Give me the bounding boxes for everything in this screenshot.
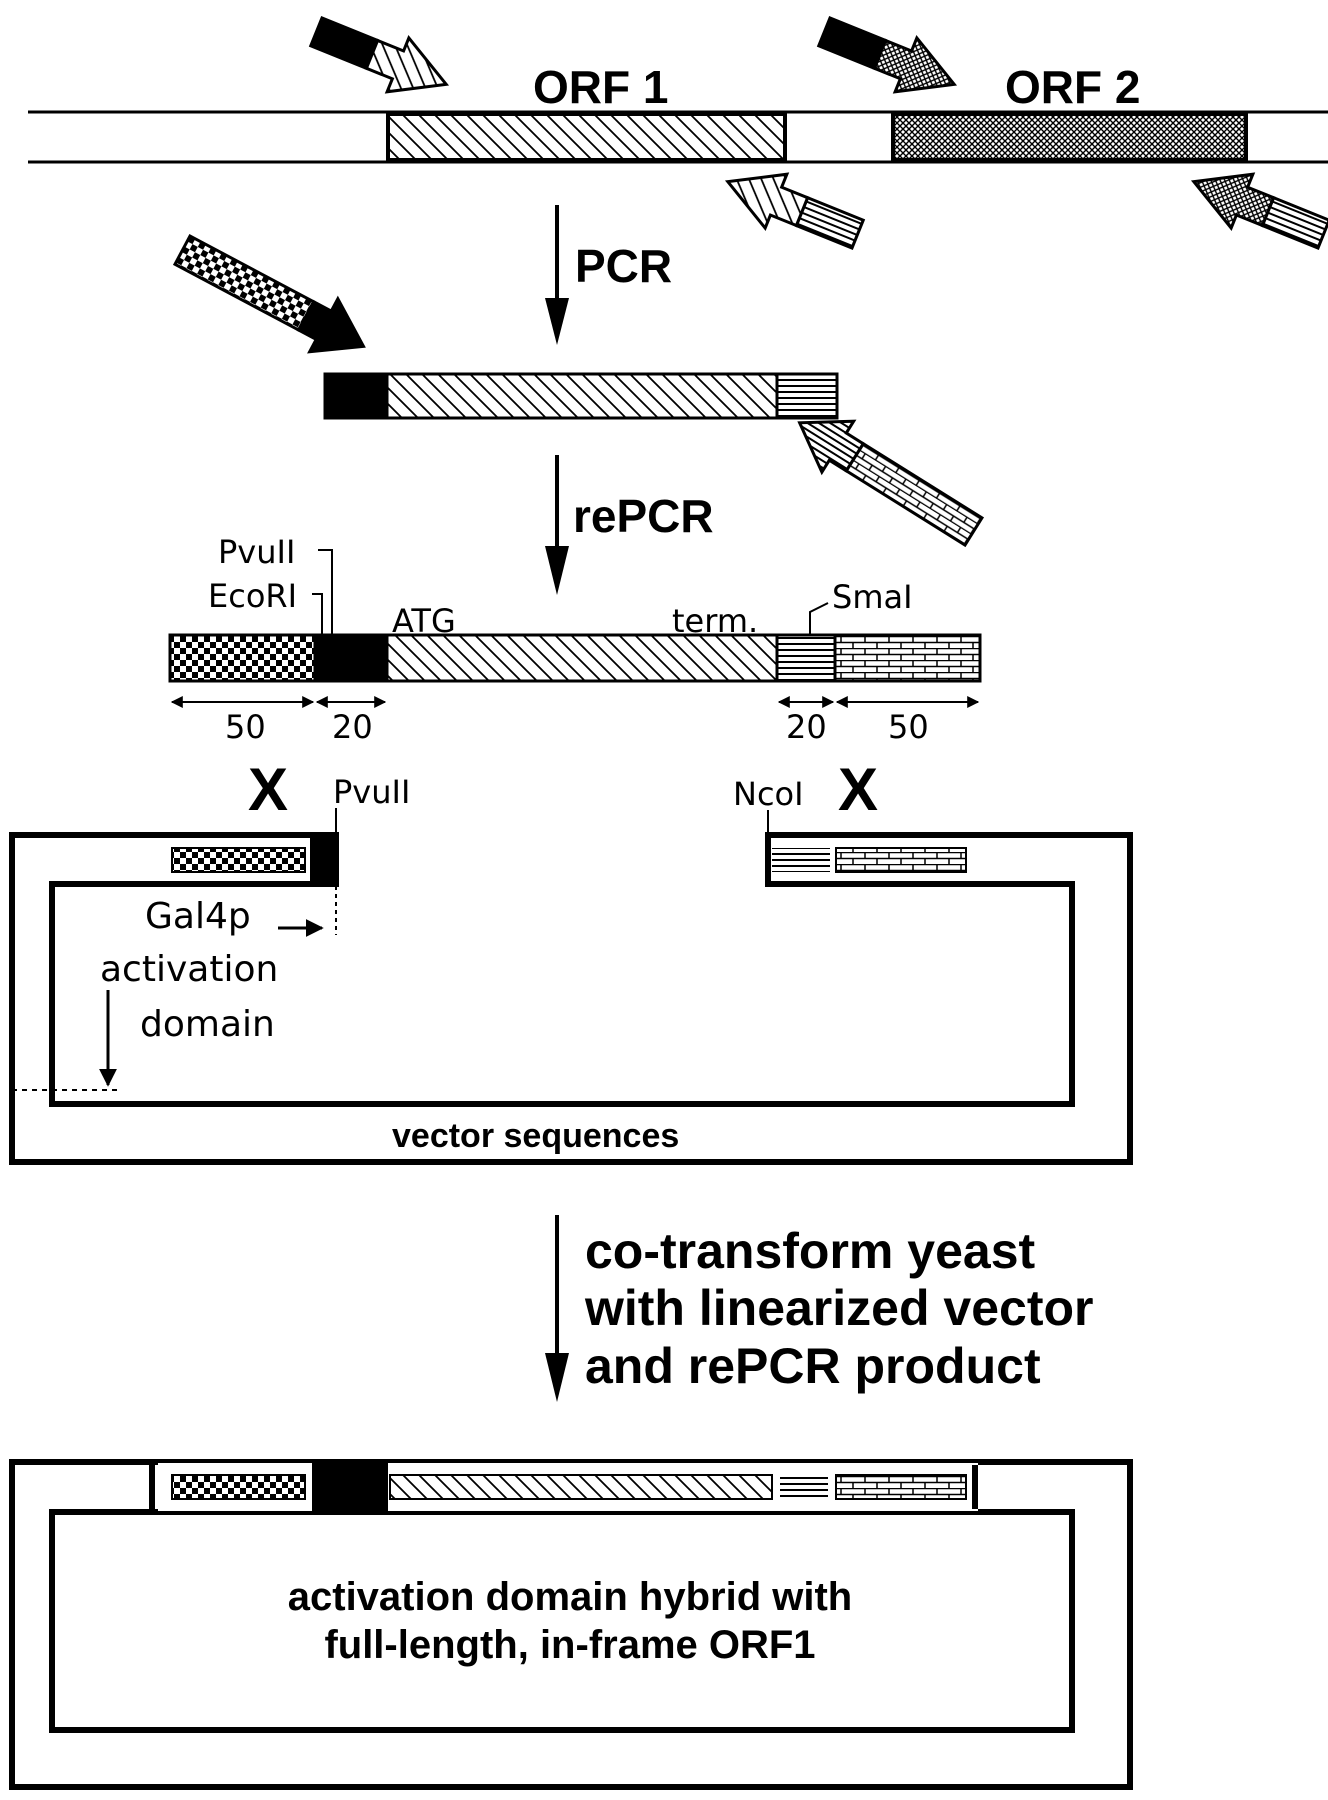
genomic-dna: ORF 1 ORF 2 xyxy=(28,61,1328,164)
pcr-step: PCR xyxy=(545,205,672,345)
repcr-site-labels: PvuII EcoRI ATG term. SmaI xyxy=(208,533,913,640)
pcr-product-horizontal-segment xyxy=(775,372,839,420)
cotransform-line-3: and rePCR product xyxy=(585,1338,1041,1394)
orf2-label: ORF 2 xyxy=(1005,61,1140,113)
reverse-primer-orf1 xyxy=(724,172,866,250)
final-orf1-segment xyxy=(389,1474,773,1500)
repcr-product xyxy=(168,633,982,683)
pvuii-top-leader xyxy=(318,549,333,635)
pcr-product xyxy=(323,372,839,420)
final-brick-segment xyxy=(835,1474,967,1500)
cross-left-symbol: X xyxy=(248,756,288,823)
pvuii-top-label: PvuII xyxy=(218,533,295,571)
cotransform-arrow-head xyxy=(545,1353,569,1402)
term-label: term. xyxy=(672,602,758,640)
vector-sequences-label: vector sequences xyxy=(392,1117,679,1155)
final-label-line-1: activation domain hybrid with xyxy=(288,1575,853,1619)
final-plasmid: activation domain hybrid with full-lengt… xyxy=(9,1459,1133,1790)
orf1-label: ORF 1 xyxy=(533,61,668,113)
cross-right-symbol: X xyxy=(838,756,878,823)
ncoi-label: NcoI xyxy=(733,775,804,813)
vector-backbone xyxy=(9,832,1133,1165)
repcr-forward-primer xyxy=(172,233,366,354)
len-right-anchor: 20 xyxy=(786,708,827,746)
repcr-label: rePCR xyxy=(573,490,714,542)
cotransform-line-1: co-transform yeast xyxy=(585,1223,1035,1279)
orf2-box xyxy=(891,112,1248,162)
smai-label: SmaI xyxy=(832,578,913,616)
ecori-leader xyxy=(312,593,323,635)
cotransform-line-2: with linearized vector xyxy=(584,1280,1093,1336)
repcr-orf1-segment xyxy=(385,633,779,683)
pcr-label: PCR xyxy=(575,240,672,292)
gal4p-label: Gal4p xyxy=(145,896,251,937)
repcr-horizontal-anchor xyxy=(775,633,837,683)
forward-primer-orf1 xyxy=(308,16,450,94)
final-horizontal-segment xyxy=(780,1475,828,1499)
vector-right-horizontal xyxy=(772,848,830,872)
len-left-anchor: 20 xyxy=(332,708,373,746)
activation-label: activation xyxy=(100,949,278,990)
vector-right-homology xyxy=(835,847,967,873)
repcr-step: rePCR xyxy=(545,455,714,595)
length-brackets: 50 20 20 50 xyxy=(170,696,980,746)
orf1-box xyxy=(386,112,787,162)
reverse-primer-orf2 xyxy=(1190,172,1328,250)
cotransform-step: co-transform yeast with linearized vecto… xyxy=(545,1215,1093,1402)
vector-left-homology xyxy=(171,847,306,873)
repcr-left-tail xyxy=(168,633,317,683)
repcr-arrow-head xyxy=(545,546,569,595)
pcr-arrow-head xyxy=(545,298,569,345)
pcr-product-orf1-segment xyxy=(385,372,779,420)
final-black-segment xyxy=(312,1463,388,1511)
len-left-tail: 50 xyxy=(225,708,266,746)
atg-label: ATG xyxy=(392,602,456,640)
repcr-reverse-primer xyxy=(797,419,985,548)
repcr-black-anchor xyxy=(313,633,389,683)
pcr-product-black-segment xyxy=(323,372,389,420)
smai-leader xyxy=(809,602,829,635)
pvuii-label: PvuII xyxy=(333,773,410,811)
len-right-tail: 50 xyxy=(888,708,929,746)
repcr-right-tail xyxy=(833,633,982,683)
vector-left-black-end xyxy=(310,836,336,883)
ecori-label: EcoRI xyxy=(208,577,297,615)
forward-primer-orf2 xyxy=(816,16,958,94)
final-inner-backbone xyxy=(49,1509,1075,1733)
linearized-vector: X X PvuII NcoI Gal4p activation domain v… xyxy=(9,756,1133,1165)
domain-label: domain xyxy=(140,1004,275,1045)
final-checker-segment xyxy=(171,1474,306,1500)
final-label-line-2: full-length, in-frame ORF1 xyxy=(324,1623,815,1667)
